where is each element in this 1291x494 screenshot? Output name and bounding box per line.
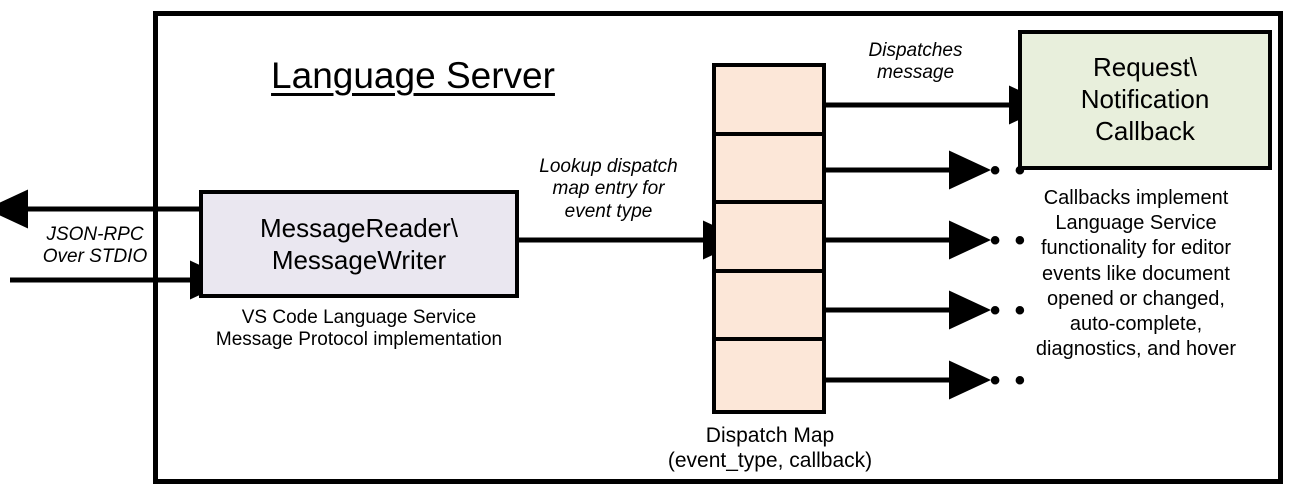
dispatch-map-table[interactable] bbox=[712, 63, 826, 414]
message-reader-writer-label: MessageReader\ MessageWriter bbox=[260, 212, 458, 276]
ellipsis-row-5: • • • bbox=[965, 364, 1029, 397]
ellipsis-row-2: • • • bbox=[965, 154, 1029, 187]
dispatch-map-row-2[interactable] bbox=[716, 136, 822, 205]
request-notification-callback-box[interactable]: Request\ Notification Callback bbox=[1018, 30, 1272, 170]
page-title: Language Server bbox=[271, 55, 555, 96]
request-notification-callback-label: Request\ Notification Callback bbox=[1080, 52, 1210, 146]
dispatch-map-row-3[interactable] bbox=[716, 204, 822, 273]
language-server-boundary bbox=[153, 11, 1283, 484]
dispatches-message-label: Dispatches message bbox=[868, 40, 963, 84]
ellipsis-row-3: • • • bbox=[965, 224, 1029, 257]
lookup-dispatch-label: Lookup dispatch map entry for event type bbox=[539, 156, 678, 222]
dispatch-map-row-4[interactable] bbox=[716, 273, 822, 342]
dispatch-map-caption: Dispatch Map (event_type, callback) bbox=[667, 424, 873, 472]
ellipsis-row-4: • • • bbox=[965, 294, 1029, 327]
dispatch-map-row-5[interactable] bbox=[716, 341, 822, 410]
message-reader-caption: VS Code Language Service Message Protoco… bbox=[215, 307, 503, 351]
message-reader-writer-box[interactable]: MessageReader\ MessageWriter bbox=[199, 190, 519, 298]
dispatch-map-row-1[interactable] bbox=[716, 67, 822, 136]
jsonrpc-channel-label: JSON-RPC Over STDIO bbox=[42, 224, 148, 268]
callback-description: Callbacks implement Language Service fun… bbox=[1035, 187, 1237, 361]
